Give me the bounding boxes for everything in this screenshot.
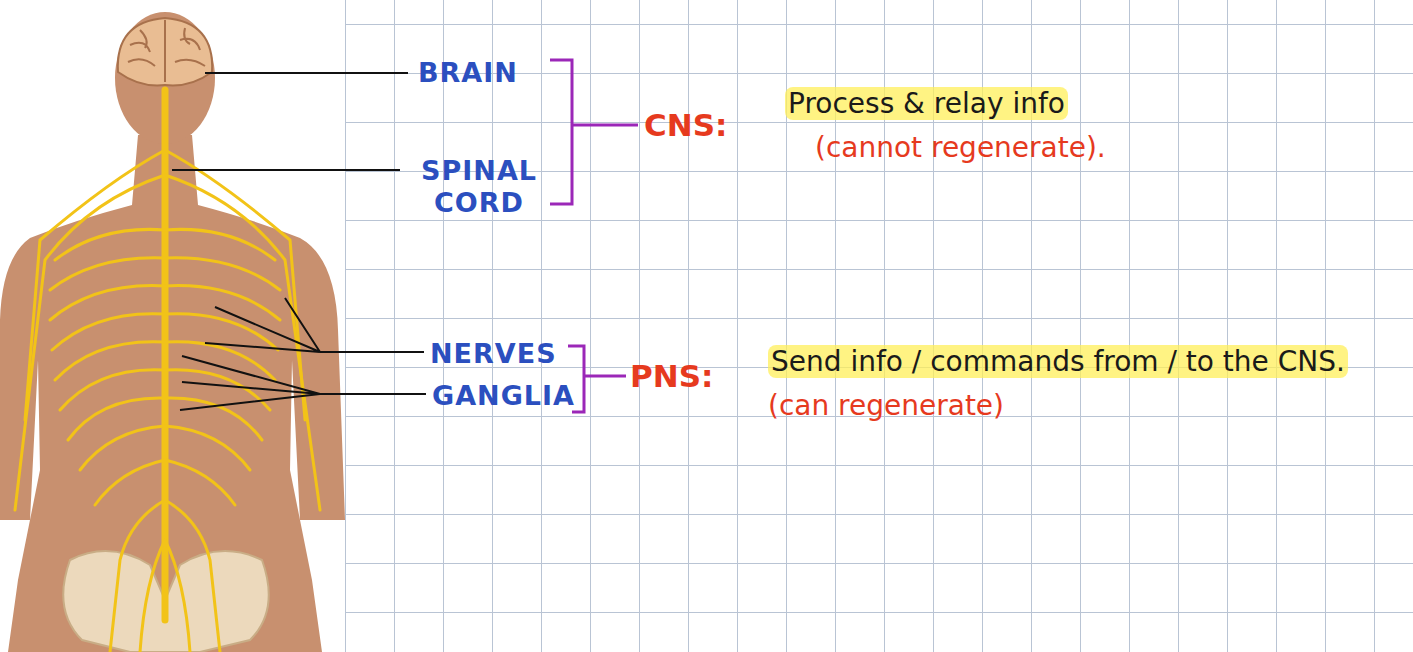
part-label: GANGLIA: [432, 380, 575, 412]
part-label: BRAIN: [418, 57, 518, 89]
note-block: Send info / commands from / to the CNS. …: [768, 340, 1388, 428]
note-block: Process & relay info (cannot regenerate).: [785, 82, 1385, 170]
system-label: PNS:: [630, 358, 713, 394]
note-text: (cannot regenerate).: [815, 131, 1106, 164]
part-label: SPINAL CORD: [404, 155, 554, 219]
note-text: Process & relay info: [785, 87, 1068, 120]
note-text: Send info / commands from / to the CNS.: [768, 345, 1348, 378]
system-label: CNS:: [644, 107, 727, 143]
part-label: NERVES: [430, 338, 557, 370]
note-text: (can regenerate): [768, 389, 1004, 422]
